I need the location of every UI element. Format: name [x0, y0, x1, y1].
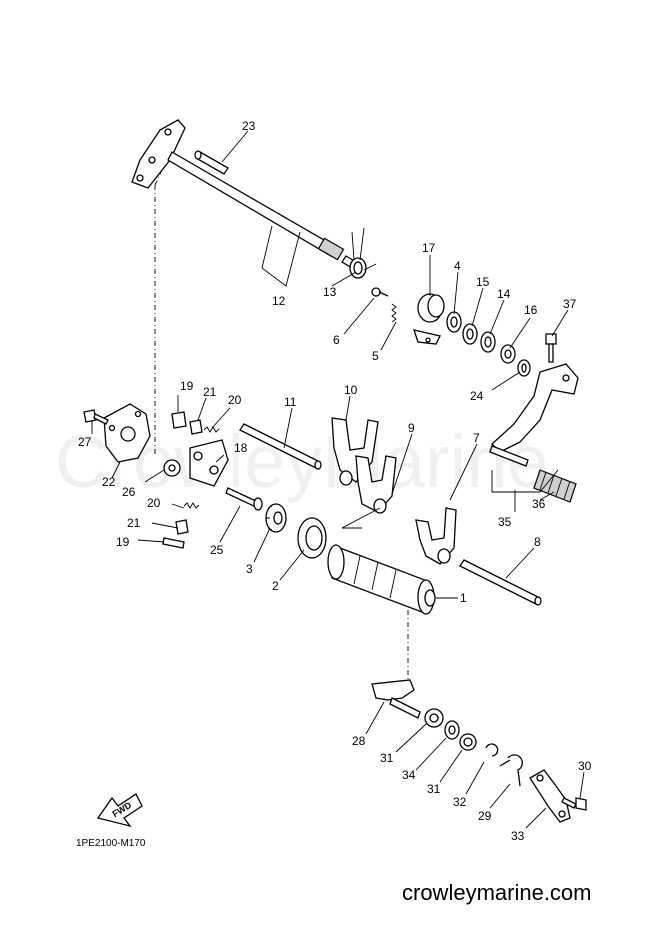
callout-19-lower: 19 [116, 535, 130, 549]
shift-fork-part-7 [415, 507, 457, 565]
callout-21-upper: 21 [203, 385, 217, 399]
washer-part-31-lower [459, 733, 477, 751]
callout-11: 11 [284, 395, 297, 409]
callout-3: 3 [246, 562, 253, 576]
pin-part-23 [194, 150, 229, 175]
diagram-code: 1PE2100-M170 [76, 838, 146, 849]
lever-part-28 [371, 679, 421, 719]
collar-part-26 [163, 459, 181, 477]
spring-part-13 [349, 227, 377, 279]
shaft-part-8 [459, 559, 542, 606]
pin-part-19-upper [171, 411, 187, 429]
callout-20-lower: 20 [147, 496, 161, 510]
callout-28: 28 [352, 734, 366, 748]
callout-31-lower: 31 [427, 782, 441, 796]
callout-4: 4 [454, 259, 461, 273]
bolt-part-6 [371, 287, 389, 297]
shift-drum-part-1 [327, 544, 436, 615]
callout-24: 24 [470, 389, 484, 403]
bolt-part-25 [225, 487, 263, 511]
callout-33: 33 [511, 829, 525, 843]
leader-lines [91, 130, 585, 829]
bolt-part-30 [561, 797, 587, 811]
ball-part-21-lower [175, 519, 189, 535]
callout-2: 2 [272, 579, 279, 593]
callout-10: 10 [344, 383, 358, 397]
spring-part-29 [499, 754, 523, 787]
fwd-arrow-icon: FWD [96, 793, 143, 828]
callout-26: 26 [122, 485, 136, 499]
washer-part-31-upper [424, 708, 444, 728]
lever-part-33 [529, 769, 571, 823]
lever-part-18 [189, 439, 229, 487]
website-url: crowleymarine.com [402, 880, 592, 905]
circlip-part-32 [485, 743, 499, 757]
segment-part-3 [265, 503, 287, 533]
callout-29: 29 [478, 809, 492, 823]
callout-34: 34 [402, 768, 416, 782]
shaft-part-11 [239, 423, 322, 470]
callout-14: 14 [497, 287, 511, 301]
washer-part-15 [462, 323, 478, 345]
callout-20-upper: 20 [228, 393, 242, 407]
shift-shaft-part-12 [131, 119, 357, 269]
collar-part-17 [413, 293, 445, 345]
callout-36: 36 [532, 497, 546, 511]
callout-27: 27 [78, 435, 92, 449]
callout-30: 30 [578, 759, 592, 773]
pedal-rubber-part-36 [533, 469, 577, 503]
shift-fork-part-9 [355, 455, 397, 514]
pin-part-19-lower [162, 537, 185, 549]
callout-22: 22 [102, 475, 116, 489]
callout-7: 7 [473, 431, 480, 445]
ball-part-21-upper [189, 419, 203, 435]
callout-32: 32 [453, 795, 467, 809]
spring-part-5 [391, 303, 397, 323]
bearing-part-2 [297, 517, 327, 559]
callout-13: 13 [323, 285, 337, 299]
washer-part-24 [517, 359, 531, 377]
bolt-part-27 [83, 409, 109, 425]
plate-part-22 [103, 403, 151, 463]
callout-25: 25 [210, 543, 224, 557]
callout-16: 16 [524, 303, 538, 317]
callout-17: 17 [422, 241, 436, 255]
callout-31-upper: 31 [380, 751, 394, 765]
callout-5: 5 [372, 349, 379, 363]
callout-35: 35 [498, 515, 512, 529]
callout-37: 37 [563, 297, 577, 311]
spring-part-20-upper [203, 426, 220, 433]
shift-pedal-part-35 [489, 363, 579, 467]
callout-8: 8 [534, 535, 541, 549]
spring-part-20-lower [183, 502, 200, 509]
callout-numbers: 23 12 13 17 4 15 14 16 37 6 5 24 10 11 9… [78, 119, 592, 843]
washer-part-16 [500, 344, 516, 364]
alignment-lines [154, 147, 409, 685]
callout-1: 1 [460, 591, 467, 605]
callout-19-upper: 19 [180, 379, 194, 393]
callout-15: 15 [476, 275, 490, 289]
callout-6: 6 [333, 333, 340, 347]
callout-12: 12 [272, 294, 286, 308]
callout-21-lower: 21 [127, 516, 141, 530]
washer-part-4 [446, 311, 462, 333]
callout-23: 23 [242, 119, 256, 133]
washer-part-34 [444, 720, 460, 740]
callout-18: 18 [234, 441, 248, 455]
washer-part-14 [480, 331, 496, 353]
bolt-part-37 [545, 333, 557, 363]
callout-9: 9 [408, 421, 415, 435]
